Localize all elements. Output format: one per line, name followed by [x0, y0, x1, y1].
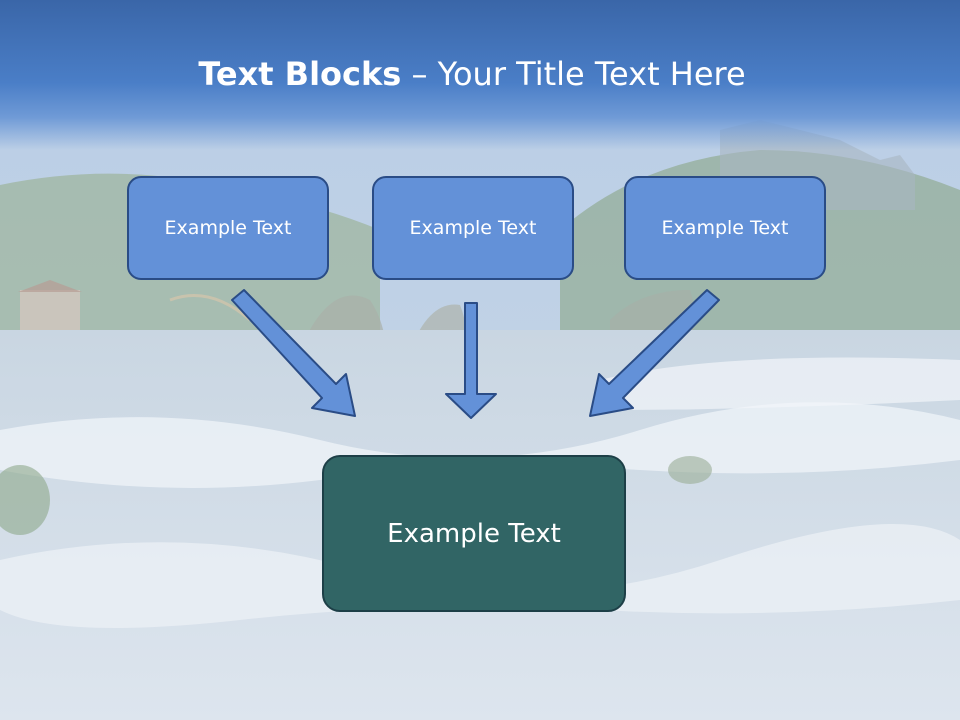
- arrow-left: [231, 289, 356, 417]
- text-block-1-label: Example Text: [164, 217, 292, 239]
- target-text-block[interactable]: Example Text: [322, 455, 626, 612]
- target-text-block-label: Example Text: [387, 518, 561, 549]
- text-block-1[interactable]: Example Text: [127, 176, 329, 280]
- text-block-3[interactable]: Example Text: [624, 176, 826, 280]
- text-block-2-label: Example Text: [409, 217, 537, 239]
- arrow-right: [589, 289, 720, 417]
- title-dash: –: [401, 55, 438, 93]
- arrow-center: [445, 302, 497, 419]
- page-title: Text Blocks – Your Title Text Here: [0, 52, 944, 96]
- title-rest-part: Your Title Text Here: [437, 55, 746, 93]
- text-block-3-label: Example Text: [661, 217, 789, 239]
- title-band: [0, 0, 960, 150]
- title-bold-part: Text Blocks: [198, 55, 402, 93]
- text-block-2[interactable]: Example Text: [372, 176, 574, 280]
